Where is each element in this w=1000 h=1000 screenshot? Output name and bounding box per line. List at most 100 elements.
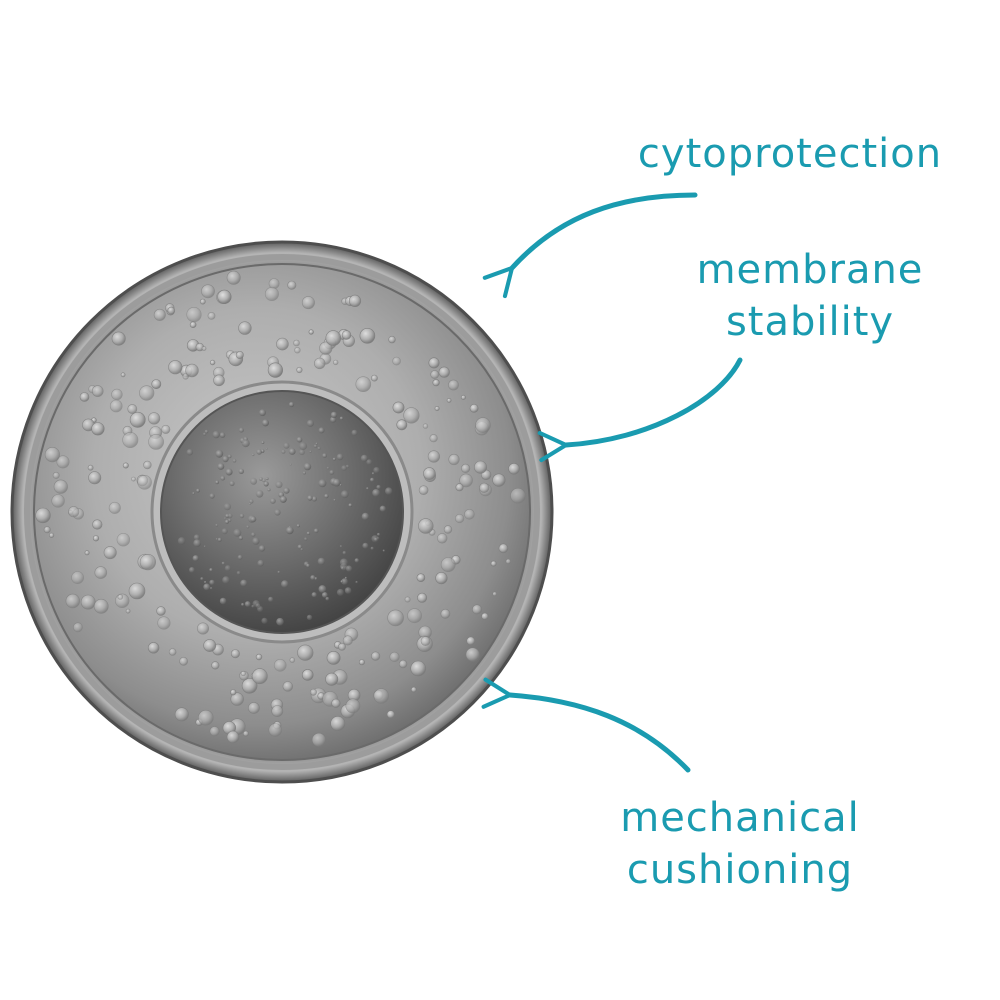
cytoplasm-granule — [139, 385, 155, 401]
cytoplasm-granule — [440, 608, 451, 619]
nucleus-granule — [203, 545, 206, 548]
cytoplasm-granule — [91, 385, 104, 397]
nucleus-granule — [227, 454, 232, 459]
nucleus-granule — [311, 592, 317, 598]
nucleus-granule — [382, 549, 385, 552]
cytoplasm-granule — [197, 622, 210, 635]
nucleus-granule — [302, 471, 306, 475]
nucleus-granule — [283, 487, 290, 494]
cytoplasm-granule — [122, 462, 129, 469]
cytoplasm-granule — [43, 526, 51, 534]
nucleus-granule — [249, 499, 254, 504]
cytoplasm-granule — [308, 329, 314, 335]
cytoplasm-granules — [35, 270, 526, 748]
cytoplasm-granule — [235, 350, 244, 359]
nucleus-granule — [204, 429, 209, 434]
nucleus-granule — [385, 487, 393, 495]
nucleus-granule — [326, 466, 330, 470]
cytoplasm-granule — [230, 692, 244, 706]
nucleus-granule — [297, 544, 303, 550]
cytoplasm-granule — [331, 698, 341, 708]
cytoplasm-granule — [131, 476, 136, 482]
cytoplasm-granule — [122, 431, 139, 448]
cytoplasm-granule — [423, 467, 436, 480]
nucleus-granule — [186, 449, 193, 456]
arrow-cytoprotection — [482, 192, 698, 299]
cytoplasm-granule — [35, 507, 51, 524]
nucleus-granule — [262, 419, 269, 427]
cytoplasm-granule — [287, 280, 297, 290]
nucleus-granule — [177, 537, 186, 545]
nucleus-granule — [252, 537, 260, 545]
cytoplasm-granule — [240, 670, 246, 677]
nucleus-granule — [267, 488, 271, 492]
cytoplasm-granule — [342, 635, 353, 646]
cytoplasm-granule — [293, 339, 300, 347]
nucleus-granule — [342, 551, 347, 555]
cytoplasm-granule — [71, 571, 84, 584]
cytoplasm-granule — [392, 356, 401, 366]
cytoplasm-granule — [466, 636, 476, 646]
cytoplasm-granule — [464, 508, 475, 520]
nucleus-granule — [215, 480, 220, 485]
nucleus-granule — [223, 503, 231, 511]
cytoplasm-granule — [157, 616, 171, 630]
nucleus-granule — [340, 580, 344, 583]
nucleus-granule — [289, 463, 292, 466]
nucleus-granule — [332, 457, 336, 461]
nucleus-granule — [341, 566, 344, 570]
nucleus-granule — [236, 571, 241, 575]
nucleus-granule — [372, 489, 380, 497]
nucleus-granule — [306, 614, 313, 621]
cytoplasm-granule — [186, 307, 202, 323]
nucleus-granule — [318, 585, 327, 593]
nucleus-granule — [376, 484, 381, 490]
nucleus-granule — [304, 537, 308, 541]
cytoplasm-granule — [355, 376, 372, 393]
nucleus-granule — [209, 493, 215, 499]
nucleus-granule — [317, 446, 321, 450]
nucleus-granule — [241, 603, 245, 606]
nucleus-granule — [306, 419, 314, 427]
cytoplasm-granule — [92, 535, 100, 542]
cytoplasm-granule — [167, 306, 176, 315]
cytoplasm-granule — [91, 422, 105, 436]
cytoplasm-granule — [437, 533, 448, 544]
cytoplasm-granule — [448, 453, 460, 466]
nucleus-granule — [217, 463, 225, 470]
nucleus-granule — [189, 567, 195, 573]
nucleus-granule — [241, 439, 250, 448]
cytoplasm-granule — [44, 447, 61, 463]
cytoplasm-granule — [52, 471, 60, 479]
cytoplasm-granule — [209, 726, 220, 737]
cytoplasm-granule — [226, 730, 240, 744]
nucleus-granule — [313, 444, 318, 448]
label-mechanical-line1: mechanical — [620, 795, 860, 841]
nucleus-granule — [215, 523, 219, 527]
label-membrane-line1: membrane — [696, 247, 924, 293]
nucleus-granule — [265, 477, 269, 481]
cytoplasm-granule — [80, 594, 96, 610]
nucleus-granule — [204, 581, 207, 584]
nucleus-granule — [268, 596, 274, 602]
nucleus-granule — [288, 448, 296, 455]
cytoplasm-granule — [125, 608, 131, 614]
arrow-mechanical-cushioning — [481, 677, 691, 773]
nucleus-granule — [330, 411, 338, 419]
cytoplasm-granule — [109, 399, 123, 413]
cytoplasm-granule — [492, 473, 506, 487]
nucleus-granule — [306, 531, 311, 535]
cytoplasm-granule — [111, 331, 126, 346]
nucleus-granule — [344, 587, 352, 594]
nucleus-granule — [237, 554, 243, 560]
cytoplasm-granule — [396, 419, 408, 431]
cytoplasm-granule — [153, 308, 166, 321]
cytoplasm-granule — [87, 464, 94, 471]
nucleus-granule — [193, 539, 202, 547]
nucleus-granule — [339, 545, 343, 548]
nucleus-granule — [238, 427, 244, 433]
nucleus-granule — [329, 470, 335, 475]
nucleus-granule — [370, 477, 375, 482]
cytoplasm-granule — [111, 388, 123, 401]
cytoplasm-granule — [418, 485, 429, 496]
